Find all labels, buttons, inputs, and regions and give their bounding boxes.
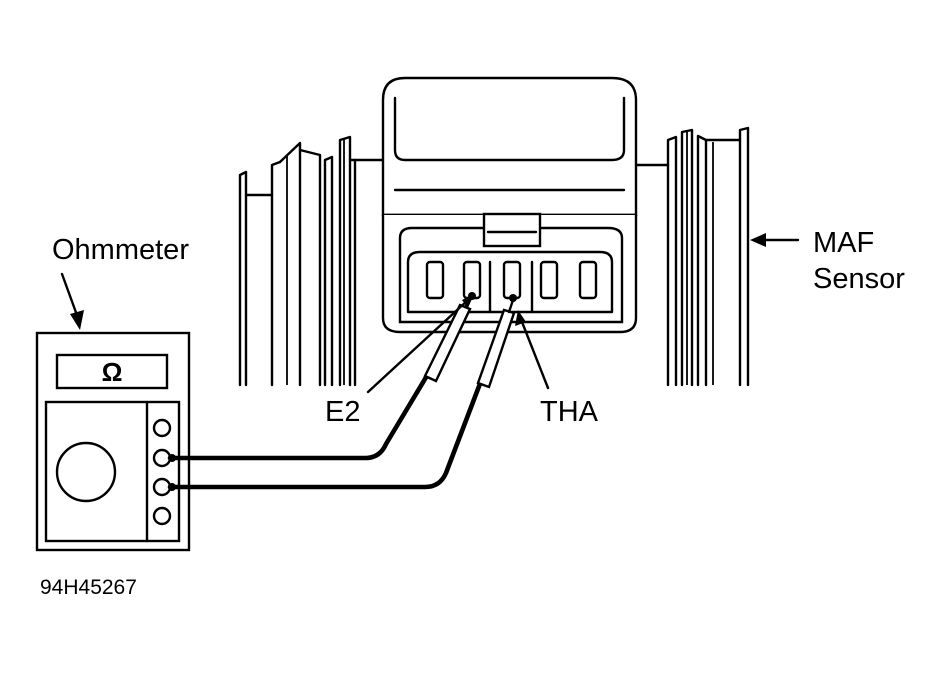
ohmmeter-display: Ω: [55, 353, 169, 390]
jack-2[interactable]: [152, 448, 172, 468]
tha-label: THA: [540, 396, 599, 428]
maf-left-fins: [238, 135, 387, 387]
lead-e2: [167, 371, 431, 461]
maf-top-cover: [381, 76, 638, 217]
ohmmeter-dial[interactable]: [55, 441, 117, 503]
test-leads: [167, 292, 517, 491]
e2-label: E2: [325, 396, 360, 428]
maf-label-line1: MAF: [813, 227, 874, 259]
ohmmeter-jacks: [152, 418, 172, 526]
lead-tha: [167, 378, 484, 490]
jack-4[interactable]: [152, 506, 172, 526]
connector-terminals: [425, 260, 598, 314]
maf-right-fins: [634, 126, 750, 387]
maf-label-line2: Sensor: [813, 263, 905, 295]
ohmmeter-label: Ohmmeter: [52, 234, 189, 266]
ohm-symbol-icon: Ω: [102, 357, 123, 387]
probe-tha-icon: [476, 294, 517, 389]
maf-sensor: [238, 76, 750, 387]
figure-code: 94H45267: [40, 576, 137, 599]
callouts: [60, 233, 800, 394]
jack-1[interactable]: [152, 418, 172, 438]
maf-connector: [381, 212, 638, 334]
jack-3[interactable]: [152, 477, 172, 497]
ohmmeter: Ω: [35, 331, 191, 552]
